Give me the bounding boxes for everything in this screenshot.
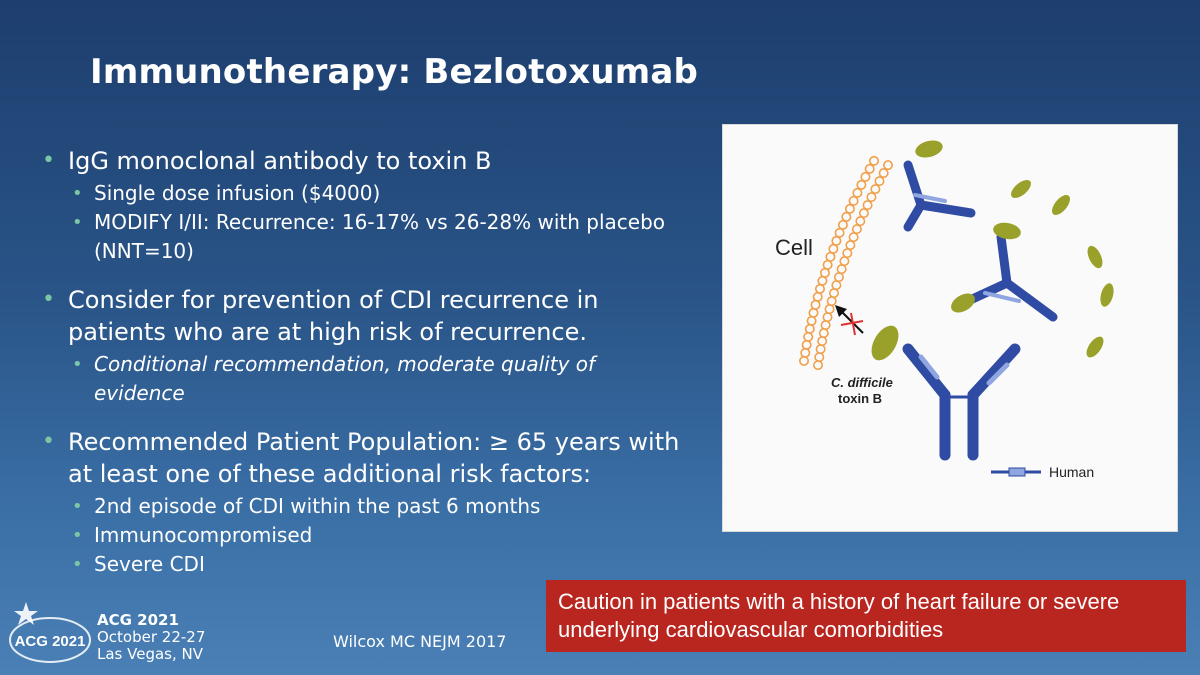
membrane-lipid: [817, 336, 828, 347]
membrane-lipid: [813, 360, 824, 371]
antibody-small-1: [903, 160, 976, 232]
membrane-lipid: [848, 232, 859, 243]
conference-name: ACG 2021: [97, 611, 179, 629]
membrane-lipid: [833, 272, 844, 283]
membrane-lipid: [856, 179, 867, 190]
membrane-lipid: [828, 288, 839, 299]
membrane-lipid: [801, 339, 812, 350]
membrane-lipid: [842, 248, 853, 259]
membrane-lipid: [866, 192, 877, 203]
bullet-prevention: Consider for prevention of CDI recurrenc…: [42, 284, 682, 348]
membrane-lipid: [815, 344, 826, 355]
membrane-lipid: [841, 211, 852, 222]
blocked-arrow: [835, 305, 864, 336]
membrane-lipid: [803, 331, 814, 342]
membrane-lipid: [825, 251, 836, 262]
legend-human: Human: [991, 464, 1094, 480]
membrane-lipid: [831, 235, 842, 246]
membrane-lipid: [848, 195, 859, 206]
citation: Wilcox MC NEJM 2017: [333, 632, 507, 651]
membrane-lipid: [834, 227, 845, 238]
membrane-lipid: [852, 187, 863, 198]
subbullet-second-episode: 2nd episode of CDI within the past 6 mon…: [72, 492, 682, 521]
membrane-lipid: [826, 296, 837, 307]
acg-2021-logo: ACG 2021: [9, 602, 91, 663]
membrane-lipid: [828, 243, 839, 254]
bullet-population: Recommended Patient Population: ≥ 65 yea…: [42, 426, 682, 490]
membrane-lipid: [878, 168, 889, 179]
membrane-lipid: [839, 256, 850, 267]
membrane-lipid: [814, 283, 825, 294]
membrane-lipid: [814, 352, 825, 363]
subbullet-recommendation: Conditional recommendation, moderate qua…: [72, 350, 682, 408]
subbullet-immunocompromised: Immunocompromised: [72, 521, 682, 550]
bullet-list: IgG monoclonal antibody to toxin B Singl…: [42, 145, 682, 579]
toxin-b-molecule: [1052, 195, 1070, 215]
membrane-lipid: [819, 267, 830, 278]
antibody-diagram: Cell: [722, 124, 1178, 532]
cell-membrane: [799, 155, 894, 371]
membrane-lipid: [822, 312, 833, 323]
cell-label: Cell: [775, 235, 813, 260]
toxin-b-molecule: [993, 222, 1021, 240]
membrane-lipid: [874, 176, 885, 187]
toxin-b-molecule: [1086, 336, 1104, 358]
membrane-lipid: [860, 171, 871, 182]
membrane-lipid: [855, 216, 866, 227]
conference-info: ACG 2021 October 22-27 Las Vegas, NV: [97, 612, 205, 663]
subbullet-dose: Single dose infusion ($4000): [72, 179, 682, 208]
subbullet-modify-trial: MODIFY I/II: Recurrence: 16-17% vs 26-28…: [72, 208, 682, 266]
membrane-lipid: [844, 203, 855, 214]
membrane-lipid: [831, 280, 842, 291]
membrane-lipid: [799, 355, 810, 366]
membrane-lipid: [836, 264, 847, 275]
membrane-lipid: [845, 240, 856, 251]
membrane-lipid: [870, 184, 881, 195]
membrane-lipid: [824, 304, 835, 315]
antibody-diagram-svg: Cell: [775, 140, 1114, 480]
toxin-b-molecule: [915, 140, 943, 158]
slide-title: Immunotherapy: Bezlotoxumab: [90, 52, 699, 92]
membrane-lipid: [817, 275, 828, 286]
membrane-lipid: [864, 163, 875, 174]
membrane-lipid: [812, 291, 823, 302]
membrane-lipid: [810, 299, 821, 310]
legend-human-label: Human: [1049, 464, 1094, 480]
toxin-b-molecule: [951, 293, 975, 313]
membrane-lipid: [883, 160, 894, 171]
membrane-lipid: [804, 323, 815, 334]
toxin-b-molecule: [1087, 245, 1103, 269]
conference-dates: October 22-27: [97, 628, 206, 646]
membrane-lipid: [851, 224, 862, 235]
membrane-lipid: [806, 315, 817, 326]
caution-banner: Caution in patients with a history of he…: [546, 580, 1186, 652]
membrane-lipid: [837, 219, 848, 230]
subbullet-severe-cdi: Severe CDI: [72, 550, 682, 579]
conference-location: Las Vegas, NV: [97, 645, 204, 663]
membrane-lipid: [820, 320, 831, 331]
logo-text: ACG 2021: [15, 633, 86, 650]
membrane-lipid: [858, 208, 869, 219]
antibody-small-2: [963, 232, 1058, 322]
membrane-lipid: [818, 328, 829, 339]
membrane-lipid: [862, 200, 873, 211]
toxin-b-molecule: [1011, 180, 1031, 198]
membrane-lipid: [869, 155, 880, 166]
membrane-lipid: [808, 307, 819, 318]
membrane-lipid: [822, 259, 833, 270]
toxin-b-molecule: [1100, 283, 1114, 307]
toxin-label-line2: toxin B: [838, 391, 882, 406]
antibody-large: [902, 343, 1021, 461]
membrane-lipid: [800, 347, 811, 358]
toxin-b-molecule-blocked: [871, 325, 899, 361]
bullet-antibody: IgG monoclonal antibody to toxin B: [42, 145, 682, 177]
toxin-label-line1: C. difficile: [831, 375, 893, 390]
